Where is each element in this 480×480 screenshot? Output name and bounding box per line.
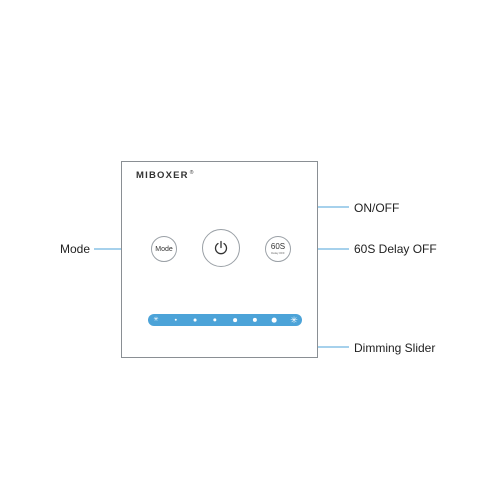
sun-small-icon: ✳ [153, 317, 159, 323]
sun-large-icon: ✳ [290, 315, 298, 325]
mode-button[interactable]: Mode [151, 236, 177, 262]
delay-off-button[interactable]: 60S Delay OFF [265, 236, 291, 262]
slider-level-dot[interactable] [232, 318, 237, 322]
power-icon [214, 240, 228, 255]
delay-button-label: 60S [270, 242, 286, 251]
wall-panel: MIBOXER® Mode 60S Delay OFF ✳ ✳ [121, 161, 318, 358]
callout-mode: Mode [60, 242, 91, 256]
slider-level-dot[interactable] [174, 318, 177, 322]
brand-logo: MIBOXER® [136, 170, 193, 181]
delay-button-sublabel: Delay OFF [271, 251, 285, 255]
mode-button-label: Mode [155, 245, 173, 253]
callout-on-off: ON/OFF [354, 201, 400, 215]
callout-delay-off: 60S Delay OFF [354, 242, 437, 256]
slider-level-dot[interactable] [213, 318, 217, 322]
callout-dimming-slider: Dimming Slider [354, 341, 436, 355]
slider-level-dot[interactable] [193, 318, 197, 322]
registered-mark: ® [189, 170, 194, 176]
power-button[interactable] [202, 229, 240, 267]
brand-name: MIBOXER [136, 170, 189, 182]
slider-level-dot[interactable] [271, 317, 277, 323]
dimming-slider[interactable]: ✳ ✳ [148, 314, 302, 326]
slider-level-dot[interactable] [252, 317, 257, 323]
